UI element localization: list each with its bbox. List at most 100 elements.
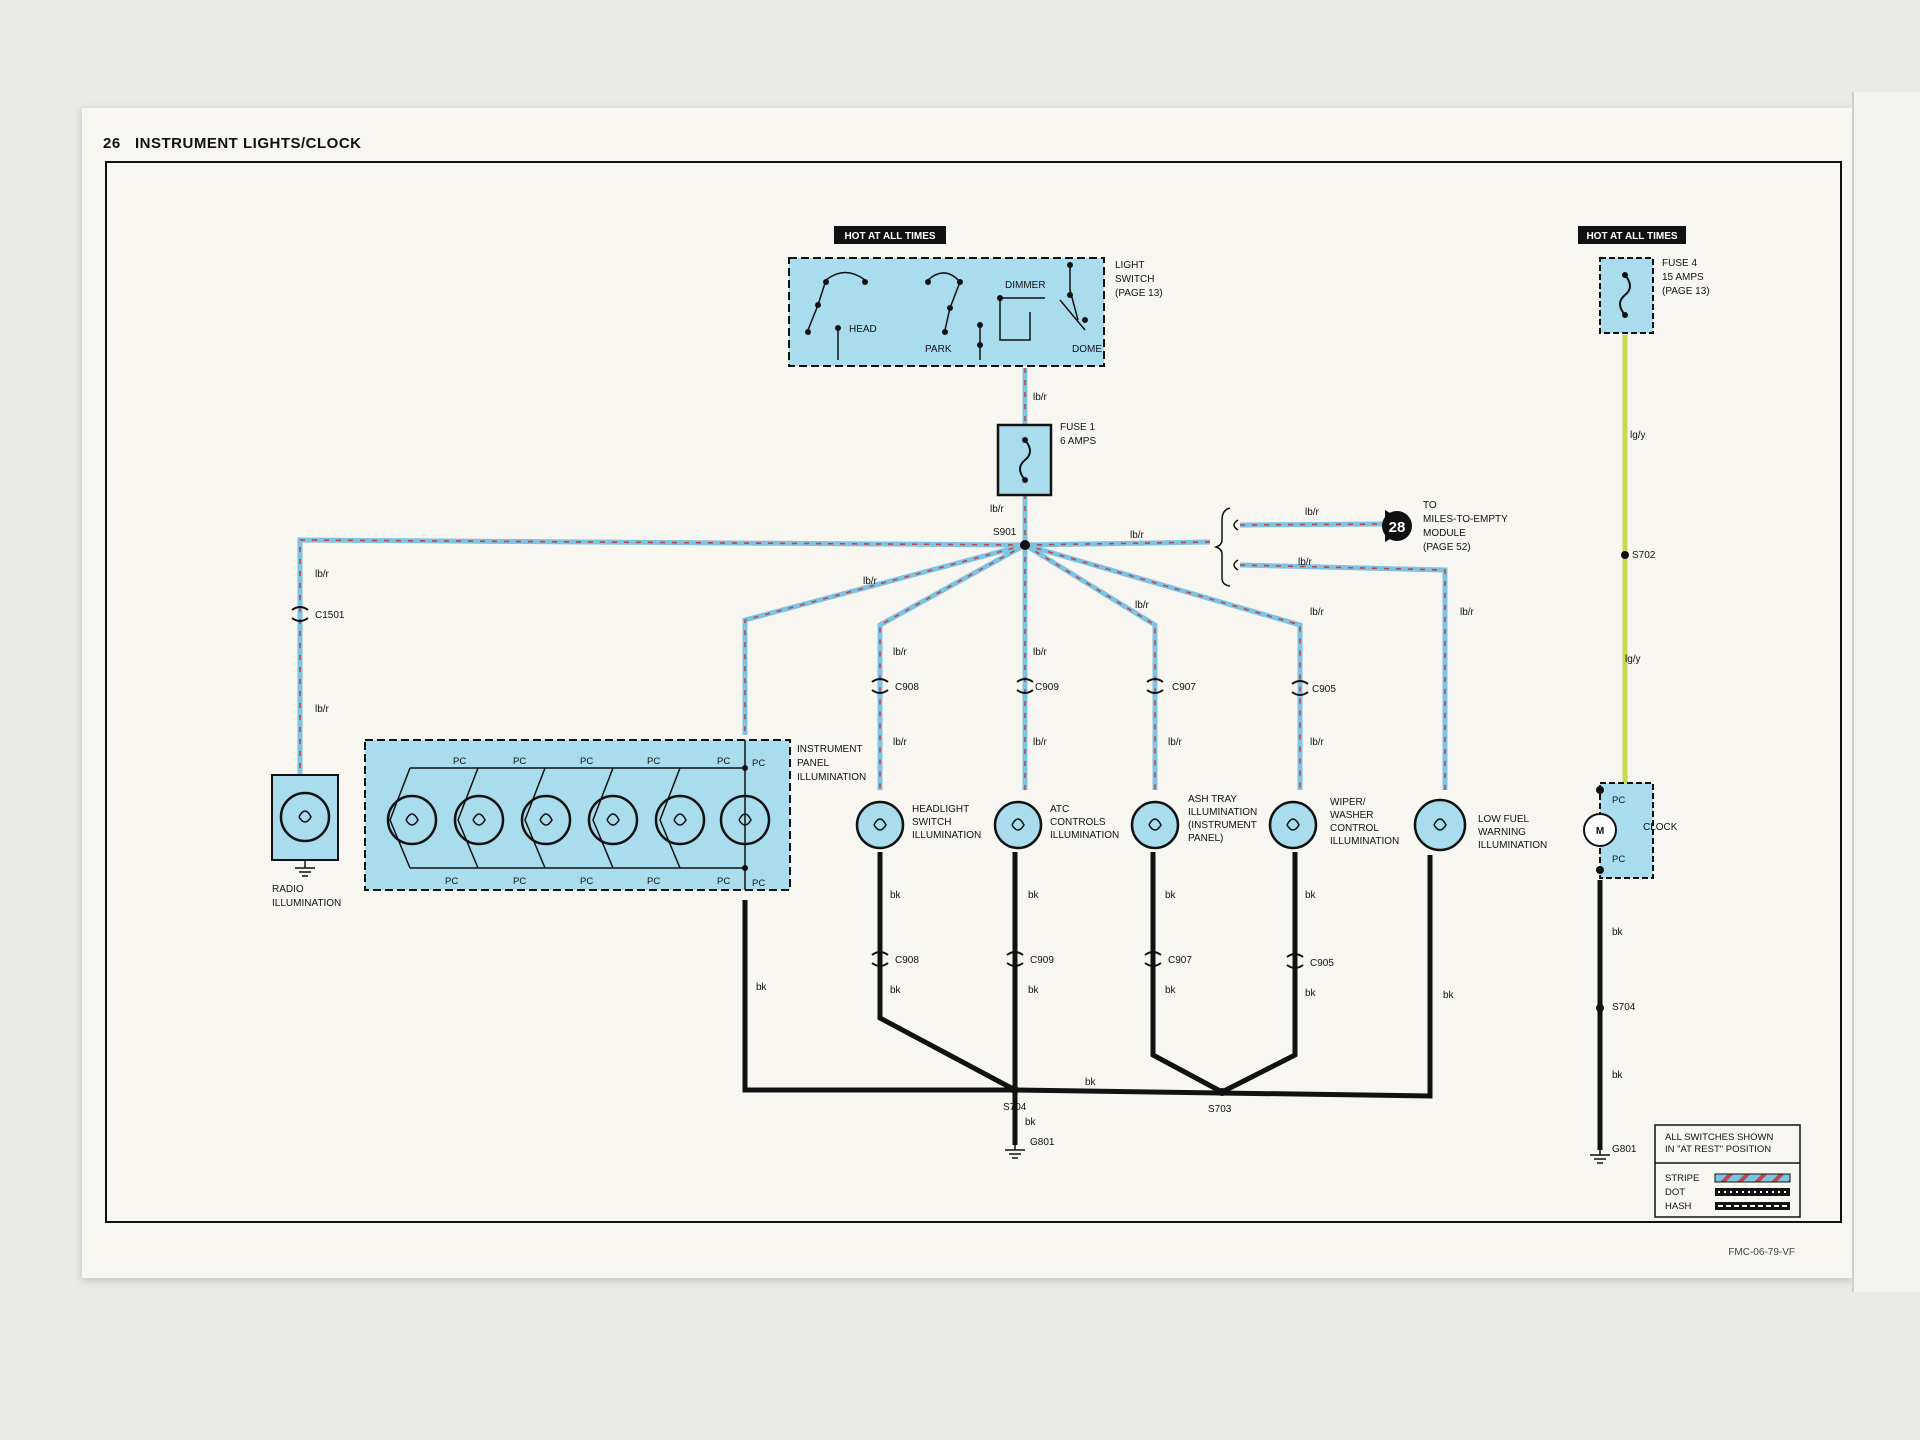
pc-label: PC: [647, 756, 660, 767]
switch-dimmer-label: DIMMER: [1005, 280, 1046, 291]
connector-c908-bot: C908: [895, 955, 919, 966]
footer-code: FMC-06-79-VF: [1728, 1247, 1795, 1258]
light-switch: HEAD PARK DIMMER DOME: [788, 257, 1105, 367]
wire-label-lbr-mte2: lb/r: [1298, 557, 1313, 568]
wire-label-lbr-1: lb/r: [1033, 392, 1048, 403]
legend-swatches: [1714, 1173, 1791, 1210]
clock-component: [1583, 782, 1654, 879]
fuse-1-label-1: FUSE 1: [1060, 422, 1095, 433]
legend-hash-label: HASH: [1665, 1201, 1692, 1212]
ash-tray-label-4: PANEL): [1188, 833, 1223, 844]
headlight-label-3: ILLUMINATION: [912, 830, 981, 841]
wire-label-bk: bk: [890, 985, 902, 996]
connector-c909-bot: C909: [1030, 955, 1054, 966]
mte-label-3: MODULE: [1423, 528, 1466, 539]
wire-label-lbr: lb/r: [893, 647, 908, 658]
wire-label-bk-clock1: bk: [1612, 927, 1624, 938]
wire-label-lbr-mte1: lb/r: [1305, 507, 1320, 518]
fuse-4-label-1: FUSE 4: [1662, 258, 1697, 269]
headlight-label-2: SWITCH: [912, 817, 951, 828]
wiper-label-1: WIPER/: [1330, 797, 1366, 808]
low-fuel-label-3: ILLUMINATION: [1478, 840, 1547, 851]
wire-label-lbr-radio1: lb/r: [315, 569, 330, 580]
wire-label-bk: bk: [756, 982, 768, 993]
ground-icon: [1590, 1150, 1610, 1164]
ground-icon: [1005, 1145, 1025, 1159]
switch-park-label: PARK: [925, 344, 952, 355]
wire-label-lbr: lb/r: [1460, 607, 1475, 618]
pc-label: PC: [752, 758, 765, 769]
mte-label-1: TO: [1423, 500, 1437, 511]
page-ref-badge-text: 28: [1389, 519, 1406, 536]
legend-title-2: IN "AT REST" POSITION: [1665, 1144, 1771, 1155]
wire-label-lbr: lb/r: [1135, 600, 1150, 611]
wire-label-lbr: lb/r: [893, 737, 908, 748]
lb-r-wires: [297, 368, 1448, 790]
hot-tag-right-text: HOT AT ALL TIMES: [1586, 231, 1677, 242]
splice-s901: [1020, 540, 1030, 550]
pc-label: PC: [717, 876, 730, 887]
hot-tag-right: [1578, 226, 1686, 244]
wire-label-lgy-2: lg/y: [1625, 654, 1641, 665]
ground-g801-label: G801: [1030, 1137, 1055, 1148]
wire-label-bk: bk: [1028, 985, 1040, 996]
clock-pc-label: PC: [1612, 795, 1625, 806]
light-switch-label-3: (PAGE 13): [1115, 288, 1163, 299]
wiper-label-3: CONTROL: [1330, 823, 1379, 834]
low-fuel-label-2: WARNING: [1478, 827, 1526, 838]
pc-label: PC: [752, 878, 765, 889]
mte-label-2: MILES-TO-EMPTY: [1423, 514, 1508, 525]
lamps: [855, 798, 1467, 852]
clock-label: CLOCK: [1643, 822, 1678, 833]
wire-label-bk: bk: [890, 890, 902, 901]
legend-title-1: ALL SWITCHES SHOWN: [1665, 1132, 1774, 1143]
fuse-1: [996, 423, 1053, 497]
atc-label-3: ILLUMINATION: [1050, 830, 1119, 841]
wire-label-lbr: lb/r: [1310, 737, 1325, 748]
wire-label-bk: bk: [1305, 988, 1317, 999]
fuse-4-label-3: (PAGE 13): [1662, 286, 1710, 297]
legend-box: [1654, 1124, 1801, 1218]
fuse-4-label-2: 15 AMPS: [1662, 272, 1704, 283]
connector-c905-bot: C905: [1310, 958, 1334, 969]
pc-label: PC: [580, 756, 593, 767]
radio-label-1: RADIO: [272, 884, 304, 895]
wire-label-bk-clock2: bk: [1612, 1070, 1624, 1081]
wire-label-lbr-ip: lb/r: [863, 576, 878, 587]
connector-c909-top: C909: [1035, 682, 1059, 693]
facing-page-edge: [1852, 92, 1920, 1292]
wiper-label-2: WASHER: [1330, 810, 1374, 821]
connector-c908-top: C908: [895, 682, 919, 693]
connector-c1501: [291, 606, 309, 622]
wire-label-lbr-2: lb/r: [990, 504, 1005, 515]
fuse-1-label-2: 6 AMPS: [1060, 436, 1096, 447]
legend-stripe-label: STRIPE: [1665, 1173, 1699, 1184]
instrument-panel-label-3: ILLUMINATION: [797, 772, 866, 783]
headlight-switch-lamp: [855, 800, 905, 850]
legend-dot-label: DOT: [1665, 1187, 1685, 1198]
pc-label: PC: [580, 876, 593, 887]
atc-controls-lamp: [993, 800, 1043, 850]
lamp-filaments: [873, 818, 1447, 831]
wire-label-lbr-3: lb/r: [1130, 530, 1145, 541]
splice-s901-label: S901: [993, 527, 1017, 538]
radio-label-2: ILLUMINATION: [272, 898, 341, 909]
wiper-washer-lamp: [1268, 800, 1318, 850]
wire-label-lgy-1: lg/y: [1630, 430, 1646, 441]
wire-label-bk: bk: [1165, 985, 1177, 996]
page-number: 26: [103, 135, 121, 152]
headlight-label-1: HEADLIGHT: [912, 804, 969, 815]
clock-pc-label: PC: [1612, 854, 1625, 865]
ash-tray-label-1: ASH TRAY: [1188, 794, 1237, 805]
wire-label-bk: bk: [1085, 1077, 1097, 1088]
light-switch-label-1: LIGHT: [1115, 260, 1144, 271]
atc-label-2: CONTROLS: [1050, 817, 1106, 828]
bottom-connectors: [871, 951, 1304, 969]
wire-label-bk: bk: [1025, 1117, 1037, 1128]
instrument-panel-illumination: [364, 739, 791, 891]
low-fuel-lamp: [1413, 798, 1467, 852]
pc-label: PC: [717, 756, 730, 767]
atc-label-1: ATC: [1050, 804, 1069, 815]
diagram-frame: [105, 161, 1842, 1223]
